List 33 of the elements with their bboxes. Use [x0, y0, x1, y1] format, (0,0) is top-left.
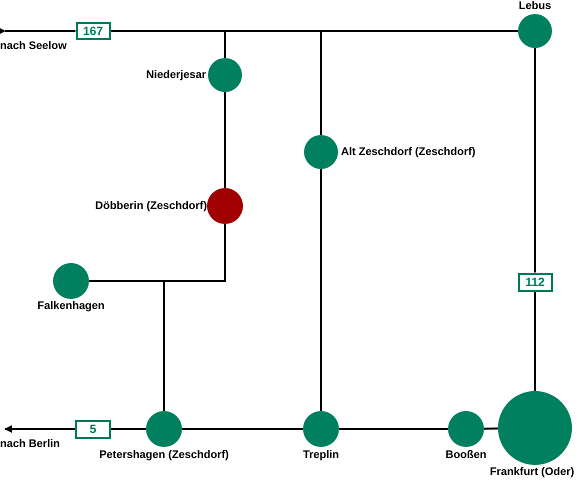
road-line	[224, 92, 226, 188]
road-line	[111, 428, 146, 430]
town-circle	[448, 411, 484, 447]
town-circle	[303, 411, 339, 447]
town-circle	[146, 411, 182, 447]
town-name: Booßen	[446, 449, 486, 462]
route-number-sign: 167	[76, 22, 110, 40]
road-line	[320, 169, 322, 411]
route-number-sign: 112	[518, 272, 552, 292]
town-name: Niederjesar	[146, 69, 206, 82]
road-line	[534, 48, 536, 272]
road-line	[339, 428, 448, 430]
town-circle	[304, 135, 338, 169]
town-circle	[518, 14, 552, 48]
town-name: Alt Zeschdorf (Zeschdorf)	[341, 146, 476, 159]
town-name: Treplin	[302, 449, 340, 462]
road-line	[182, 428, 303, 430]
road-line	[320, 30, 518, 135]
road-line	[4, 425, 75, 433]
town-circle	[53, 263, 89, 299]
town-circle	[207, 188, 243, 224]
town-name: Frankfurt (Oder)	[490, 466, 574, 479]
direction-label: nach Seelow	[0, 40, 67, 53]
road-line	[89, 280, 165, 411]
town-name: Falkenhagen	[37, 300, 105, 313]
direction-label: nach Berlin	[0, 438, 60, 451]
town-name: Petershagen (Zeschdorf)	[99, 449, 229, 462]
town-name: Döbberin (Zeschdorf)	[95, 200, 207, 213]
town-circle	[208, 58, 242, 92]
town-name: Lebus	[518, 0, 552, 13]
route-number-sign: 5	[75, 420, 111, 438]
road-line	[534, 292, 536, 391]
road-line	[484, 428, 498, 430]
